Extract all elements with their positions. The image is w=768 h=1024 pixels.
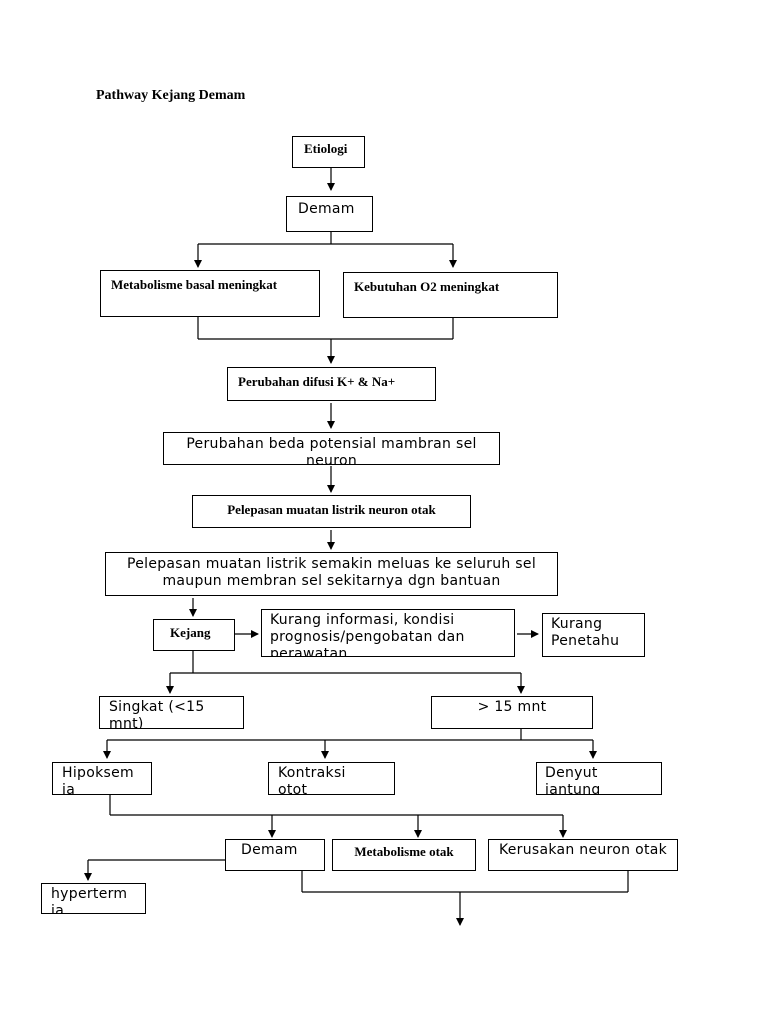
node-hipoksemia: Hipoksem ia bbox=[52, 762, 152, 795]
node-hipertermia: hyperterm ia bbox=[41, 883, 146, 914]
node-metabolisme-basal-label: Metabolisme basal meningkat bbox=[111, 277, 278, 292]
node-pelepasan-muatan-meluas: Pelepasan muatan listrik semakin meluas … bbox=[105, 552, 558, 596]
node-lebih-15-mnt: > 15 mnt bbox=[431, 696, 593, 729]
node-singkat: Singkat (<15 mnt) bbox=[99, 696, 244, 729]
node-kebutuhan-o2-label: Kebutuhan O2 meningkat bbox=[354, 279, 500, 294]
node-pelepasan-muatan-neuron: Pelepasan muatan listrik neuron otak bbox=[192, 495, 471, 528]
node-lebih-15-mnt-label: > 15 mnt bbox=[477, 699, 547, 715]
node-kurang-penetahu: Kurang Penetahu bbox=[542, 613, 645, 657]
node-demam-label: Demam bbox=[298, 201, 355, 217]
node-singkat-label: Singkat (<15 mnt) bbox=[109, 699, 205, 729]
node-etiologi-label: Etiologi bbox=[304, 141, 348, 156]
node-metabolisme-otak: Metabolisme otak bbox=[332, 839, 476, 871]
node-kejang-label: Kejang bbox=[170, 625, 211, 640]
node-metabolisme-basal: Metabolisme basal meningkat bbox=[100, 270, 320, 317]
node-kerusakan-neuron-label: Kerusakan neuron otak bbox=[498, 842, 668, 858]
node-kebutuhan-o2: Kebutuhan O2 meningkat bbox=[343, 272, 558, 318]
node-perubahan-beda-potensial: Perubahan beda potensial mambran sel neu… bbox=[163, 432, 500, 465]
node-pelepasan-muatan-meluas-label: Pelepasan muatan listrik semakin meluas … bbox=[126, 556, 537, 589]
node-kerusakan-neuron: Kerusakan neuron otak bbox=[488, 839, 678, 871]
node-perubahan-difusi: Perubahan difusi K+ & Na+ bbox=[227, 367, 436, 401]
node-kontraksi-otot: Kontraksi otot bbox=[268, 762, 395, 795]
node-demam: Demam bbox=[286, 196, 373, 232]
node-kurang-informasi: Kurang informasi, kondisi prognosis/peng… bbox=[261, 609, 515, 657]
node-kontraksi-otot-label: Kontraksi otot bbox=[278, 765, 346, 795]
node-perubahan-difusi-label: Perubahan difusi K+ & Na+ bbox=[238, 374, 396, 389]
node-perubahan-beda-potensial-label: Perubahan beda potensial mambran sel neu… bbox=[186, 436, 477, 465]
node-hipertermia-label: hyperterm ia bbox=[51, 886, 128, 914]
node-pelepasan-muatan-neuron-label: Pelepasan muatan listrik neuron otak bbox=[227, 502, 436, 517]
node-demam-2: Demam bbox=[225, 839, 325, 871]
node-hipoksemia-label: Hipoksem ia bbox=[62, 765, 134, 795]
node-kurang-informasi-label: Kurang informasi, kondisi prognosis/peng… bbox=[270, 612, 465, 657]
page-title: Pathway Kejang Demam bbox=[96, 88, 246, 103]
node-denyut-jantung-label: Denyut jantung bbox=[545, 765, 601, 795]
node-kurang-penetahu-label: Kurang Penetahu bbox=[551, 616, 620, 649]
node-kejang: Kejang bbox=[153, 619, 235, 651]
node-etiologi: Etiologi bbox=[292, 136, 365, 168]
node-demam-2-label: Demam bbox=[241, 842, 298, 858]
node-denyut-jantung: Denyut jantung bbox=[536, 762, 662, 795]
node-metabolisme-otak-label: Metabolisme otak bbox=[354, 844, 454, 859]
